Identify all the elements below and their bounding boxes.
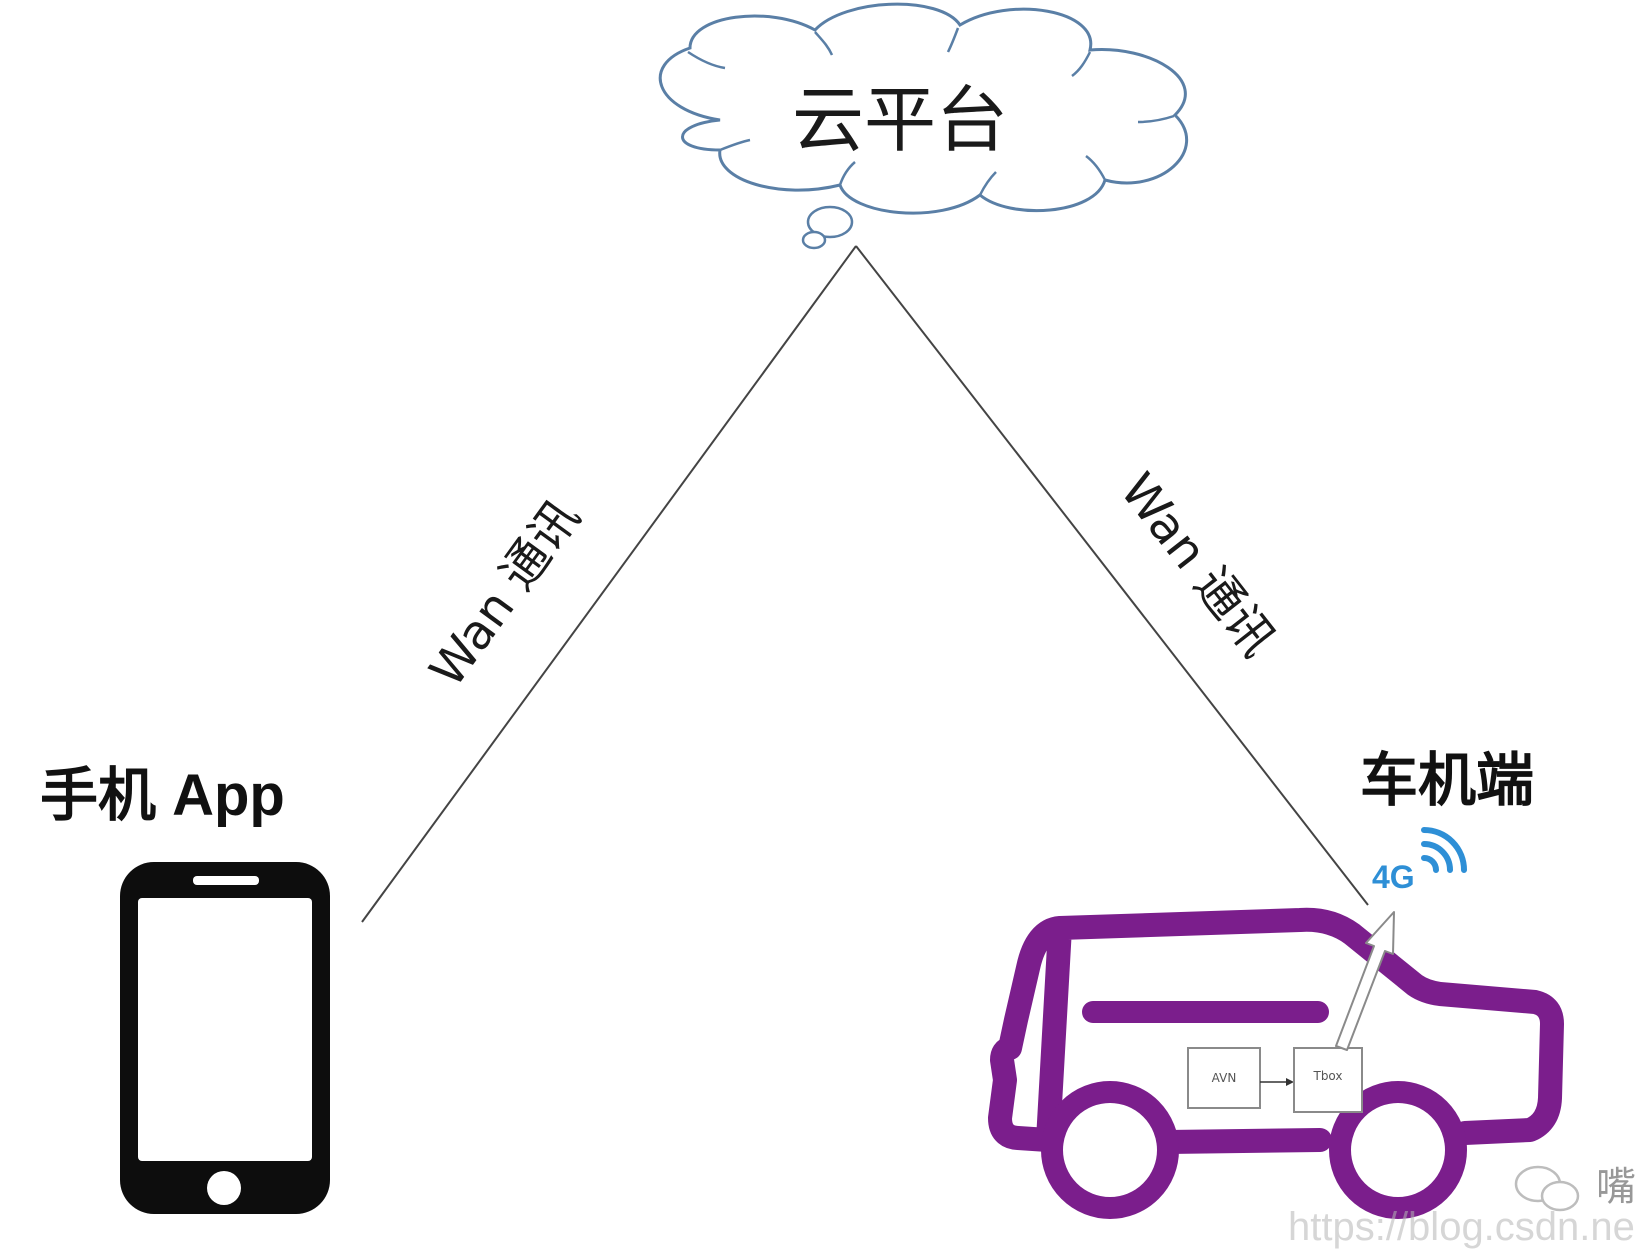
avn-module-label: AVN [1212, 1071, 1237, 1085]
phone-label: 手机 App [40, 763, 285, 828]
phone-home-button [207, 1171, 241, 1205]
vehicle-node: 车机端 4G AVN Tbox [988, 748, 1564, 1219]
link-line-cloud-vehicle [855, 245, 1369, 906]
link-label-right: Wan 通讯 [1109, 463, 1286, 667]
avn-to-tbox-arrowhead [1286, 1078, 1294, 1086]
tbox-module-box [1293, 1047, 1363, 1113]
cloud-bubble-large [806, 205, 854, 239]
phone-screen [138, 898, 312, 1161]
watermark: 嘴 https://blog.csdn.ne [1288, 1164, 1636, 1249]
car-body-icon [988, 907, 1564, 1154]
phone-speaker [193, 876, 259, 885]
car-front-wheel-icon [1041, 1081, 1179, 1219]
tbox-module-label: Tbox [1312, 1069, 1342, 1083]
signal-4g-icon: 4G [1372, 827, 1467, 895]
car-rear-wheel-icon [1329, 1081, 1467, 1219]
phone-node: 手机 App [40, 763, 330, 1214]
signal-4g-label: 4G [1372, 859, 1415, 895]
link-label-left: Wan 通讯 [419, 490, 591, 697]
cloud-bubble-small [801, 230, 827, 250]
watermark-partial-char: 嘴 [1596, 1164, 1636, 1210]
vehicle-label: 车机端 [1360, 748, 1534, 813]
cloud-platform-node: 云平台 [658, 2, 1189, 250]
avn-module-box [1187, 1047, 1261, 1109]
watermark-url: https://blog.csdn.ne [1288, 1205, 1635, 1249]
wechat-logo-icon [1514, 1165, 1580, 1212]
tbox-antenna-arrow [1335, 911, 1395, 1051]
cloud-inner-curves [687, 27, 1175, 196]
cloud-label: 云平台 [792, 78, 1008, 162]
link-line-phone-cloud [361, 245, 857, 923]
cloud-shape [658, 2, 1189, 215]
